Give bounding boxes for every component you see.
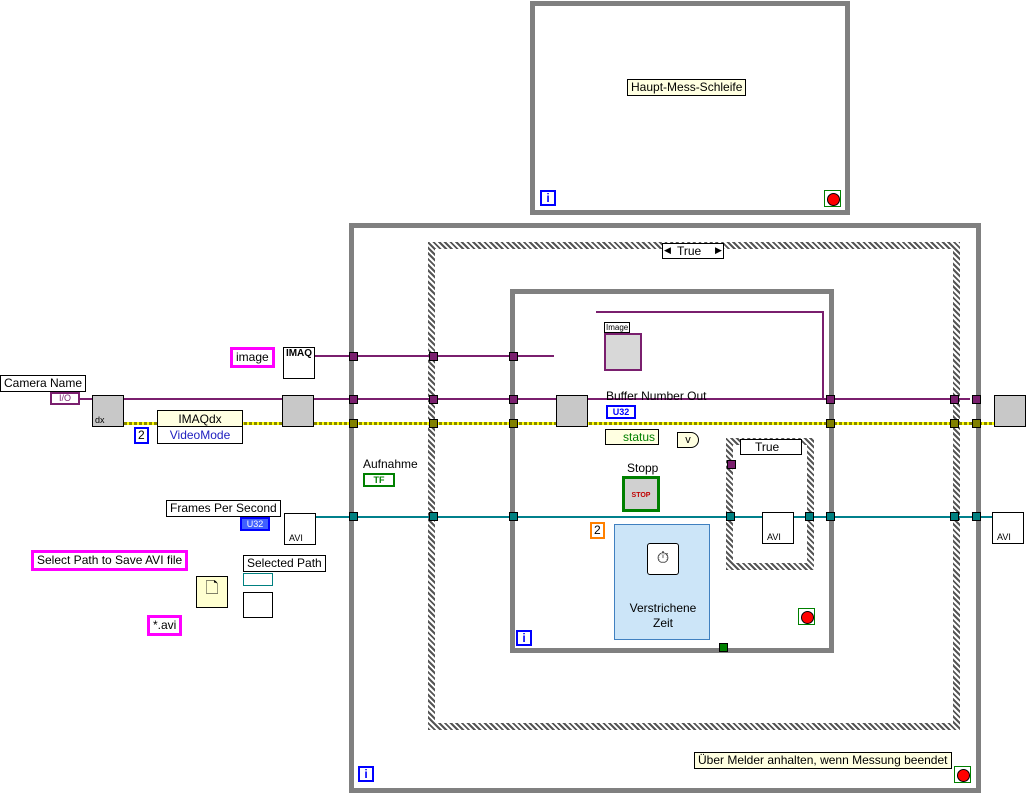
avi-write-frame-icon[interactable]: AVI	[762, 512, 794, 544]
fps-type: U32	[246, 519, 264, 529]
property-node-title: IMAQdx	[158, 411, 242, 427]
iteration-terminal-icon[interactable]: i	[358, 766, 374, 782]
main-measure-loop[interactable]	[530, 1, 850, 215]
stop-terminal-icon[interactable]	[798, 608, 815, 625]
avi-label: AVI	[289, 533, 303, 543]
tunnel	[509, 512, 518, 521]
tunnel	[509, 395, 518, 404]
buffer-number-indicator[interactable]: U32	[606, 405, 636, 419]
videomode-constant[interactable]: 2	[134, 427, 149, 444]
case-selector-value: True	[677, 244, 702, 258]
camera-name-label: Camera Name	[0, 375, 87, 392]
tunnel	[950, 395, 959, 404]
tunnel	[727, 460, 736, 469]
buffer-number-out-label: Buffer Number Out	[606, 389, 707, 403]
io-type: I/O	[58, 393, 71, 403]
tunnel	[719, 643, 728, 652]
imaq-create-icon[interactable]: IMAQ	[283, 347, 315, 379]
status-unbundle[interactable]: status	[605, 429, 659, 445]
elapsed-time-label: Verstrichene Zeit	[629, 601, 697, 630]
imaqdx-configure-grab-icon[interactable]	[282, 395, 314, 427]
imaqdx-open-camera-icon[interactable]: dx	[92, 395, 124, 427]
tunnel	[972, 419, 981, 428]
buffer-type: U32	[612, 407, 630, 417]
imaq-label: IMAQ	[285, 348, 313, 359]
elapsed-time-express-vi[interactable]: ⏱ Verstrichene Zeit	[614, 524, 710, 640]
main-loop-label: Haupt-Mess-Schleife	[627, 79, 747, 96]
camera-name-control[interactable]: I/O	[50, 392, 80, 405]
dx-label: dx	[95, 415, 105, 425]
next-case-arrow-icon[interactable]: ▶	[715, 245, 722, 255]
avi-close-icon[interactable]: AVI	[992, 512, 1024, 544]
stop-button-text: STOP	[631, 492, 651, 499]
stop-terminal-icon[interactable]	[824, 190, 841, 207]
avi-label: AVI	[997, 532, 1011, 542]
file-dialog-icon[interactable]: 🗋	[196, 576, 228, 608]
inner-case-structure[interactable]	[726, 438, 814, 570]
session-wire	[70, 398, 970, 400]
image-loop-wire	[596, 311, 824, 313]
tunnel	[349, 395, 358, 404]
aufnahme-type: TF	[373, 475, 385, 485]
cancelled-indicator[interactable]	[243, 592, 273, 618]
image-loop-wire-v	[822, 311, 824, 399]
elapsed-time-constant[interactable]: 2	[590, 522, 605, 539]
aufnahme-control[interactable]: TF	[363, 473, 395, 487]
selected-path-label: Selected Path	[243, 555, 326, 572]
select-path-prompt[interactable]: Select Path to Save AVI file	[31, 550, 189, 571]
status-label: status	[622, 430, 655, 444]
aufnahme-label: Aufnahme	[363, 457, 418, 471]
inner-while-loop[interactable]	[510, 289, 834, 653]
image-indicator-label: Image	[604, 322, 631, 333]
tunnel	[972, 512, 981, 521]
stopp-label: Stopp	[627, 461, 659, 475]
tunnel	[972, 395, 981, 404]
tunnel	[429, 419, 438, 428]
outer-while-loop[interactable]	[349, 223, 981, 793]
tunnel	[826, 419, 835, 428]
stopwatch-icon: ⏱	[647, 543, 679, 575]
avi-create-icon[interactable]: AVI	[284, 513, 316, 545]
tunnel	[826, 512, 835, 521]
avi-label: AVI	[767, 532, 781, 542]
tunnel	[349, 419, 358, 428]
tunnel	[429, 512, 438, 521]
tunnel	[805, 512, 814, 521]
tunnel	[349, 512, 358, 521]
stop-terminal-icon[interactable]	[954, 766, 971, 783]
tunnel	[509, 352, 518, 361]
iteration-terminal-icon[interactable]: i	[516, 630, 532, 646]
image-indicator[interactable]	[604, 333, 642, 371]
tunnel	[726, 512, 735, 521]
image-name-constant[interactable]: image	[230, 347, 275, 368]
imaqdx-property-node[interactable]: IMAQdx VideoMode	[157, 410, 243, 444]
tunnel	[950, 419, 959, 428]
avi-refnum-wire	[314, 516, 994, 518]
outer-loop-note: Über Melder anhalten, wenn Messung beend…	[694, 752, 952, 769]
property-videomode[interactable]: VideoMode	[169, 428, 231, 442]
tunnel	[349, 352, 358, 361]
tunnel	[826, 395, 835, 404]
tunnel	[429, 395, 438, 404]
or-gate[interactable]: v	[677, 432, 699, 448]
case-selector[interactable]: True	[662, 243, 724, 259]
or-gate-symbol: v	[685, 434, 691, 446]
imaqdx-grab-icon[interactable]	[556, 395, 588, 427]
selected-path-indicator[interactable]	[243, 573, 273, 586]
fps-control[interactable]: U32	[240, 517, 270, 531]
tunnel	[509, 419, 518, 428]
tunnel	[950, 512, 959, 521]
fps-label: Frames Per Second	[166, 500, 281, 517]
imaqdx-close-camera-icon[interactable]	[994, 395, 1026, 427]
inner-case-selector[interactable]: True	[740, 439, 802, 455]
tunnel	[429, 352, 438, 361]
stopp-button[interactable]: STOP	[622, 476, 660, 512]
prev-case-arrow-icon[interactable]: ◀	[664, 245, 671, 255]
file-pattern-constant[interactable]: *.avi	[147, 615, 183, 636]
iteration-terminal-icon[interactable]: i	[540, 190, 556, 206]
inner-case-selector-value: True	[755, 440, 780, 454]
